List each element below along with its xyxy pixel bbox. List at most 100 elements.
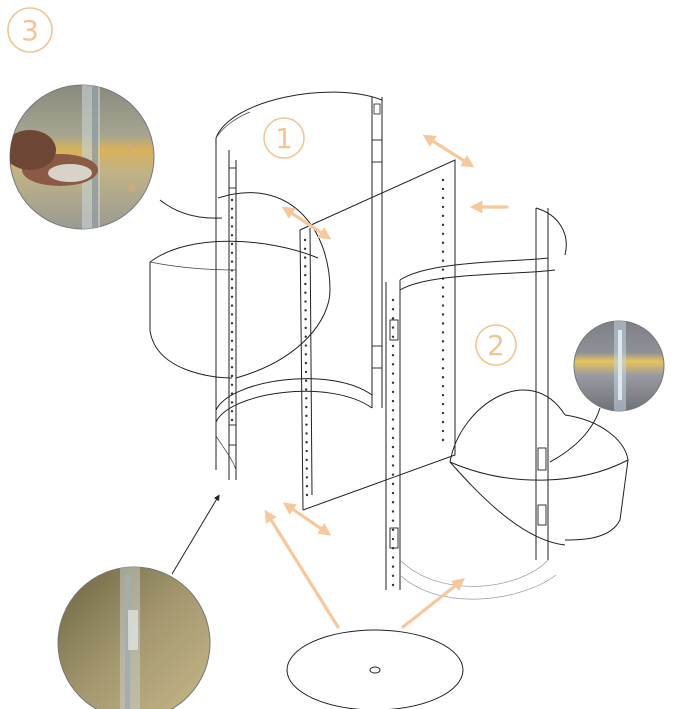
hinge-hole [442,295,444,297]
step-number-3: 3 [21,14,39,47]
pointer-line-bottom [172,497,218,574]
hinge-hole [392,326,394,328]
hinge-hole [231,313,233,315]
hinge-hole [442,412,444,414]
panel-2 [386,208,566,599]
hinge-hole [442,233,444,235]
hinge-hole [305,371,307,373]
hinge-hole [305,406,307,408]
arrow-top-right [428,138,469,164]
hinge-hole [392,565,394,567]
hinge-hole [231,366,233,368]
hinge-hole [392,409,394,411]
hinge-hole [442,340,444,342]
hinge-hole [231,252,233,254]
hinge-hole [231,410,233,412]
hinge-hole [392,317,394,319]
hinge-hole [392,382,394,384]
step-number-2: 2 [487,329,505,362]
hinge-hole [442,206,444,208]
hinge-hole [392,336,394,338]
hinge-hole [305,423,307,425]
hinge-hole [231,278,233,280]
hinge-hole [442,439,444,441]
step-marker-1: 1 [264,118,304,158]
hinge-hole [392,529,394,531]
hinge-hole [392,584,394,586]
hinge-hole [392,363,394,365]
hinge-hole [392,519,394,521]
step-number-1: 1 [275,122,293,155]
hinge-hole [392,428,394,430]
hinge-hole [442,322,444,324]
hinge-hole [392,354,394,356]
hinge-hole [304,300,306,302]
hinge-hole [231,384,233,386]
pocket-right [450,390,628,545]
hinge-hole [305,362,307,364]
hinge-hole [305,432,307,434]
hinge-hole [306,467,308,469]
hinge-hole [231,208,233,210]
hinge-hole [231,322,233,324]
hinge-hole [304,327,306,329]
arrow-base-right [403,582,460,627]
hinge-hole [442,367,444,369]
hinge-hole [442,242,444,244]
arrow-bottom [288,506,326,532]
hinge-hole [305,415,307,417]
hinge-pin-photo [4,80,222,240]
hinge-hole [442,385,444,387]
hinge-hole [231,375,233,377]
hinge-hole [231,401,233,403]
hinge-hole [442,286,444,288]
hinge-hole [442,394,444,396]
hinge-hole [442,313,444,315]
hinge-hole [442,215,444,217]
hinge-hole [392,308,394,310]
hinge-hole [392,538,394,540]
hinge-hole [392,437,394,439]
hinge-hole [304,309,306,311]
hinge-hole [392,492,394,494]
hinge-hole [305,450,307,452]
hinge-hole [305,397,307,399]
hinge-hole [231,216,233,218]
step-marker-3: 3 [8,8,52,52]
hinge-hole [442,430,444,432]
hinge-hole [442,304,444,306]
hinge-hole [442,251,444,253]
hinge-hole [442,259,444,261]
hinge-hole [442,179,444,181]
hinge-hole [306,494,308,496]
hinge-hole [304,239,306,241]
base-disc [287,630,463,709]
hinge-hole [231,357,233,359]
hinge-hole [231,348,233,350]
hinge-hole [304,318,306,320]
hinge-hole [304,256,306,258]
hinge-side-photo [58,566,210,709]
hinge-hole [392,400,394,402]
hinge-hole [392,345,394,347]
hinge-hole [231,269,233,271]
hinge-hole [304,274,306,276]
hinge-hole [231,331,233,333]
hinge-hole [392,299,394,301]
hinge-hole [442,224,444,226]
hinge-hole [392,501,394,503]
arrow-top-left [287,210,326,236]
hinge-hole [231,243,233,245]
hinge-hole [231,234,233,236]
hinge-hole [231,340,233,342]
back-panel [300,160,455,510]
hinge-hole [305,388,307,390]
hinge-hole [442,197,444,199]
hinge-hole [231,304,233,306]
hinge-hole [392,418,394,420]
hinge-hole [392,446,394,448]
hinge-hole [442,376,444,378]
hinge-hole [231,287,233,289]
hinge-hole [392,483,394,485]
